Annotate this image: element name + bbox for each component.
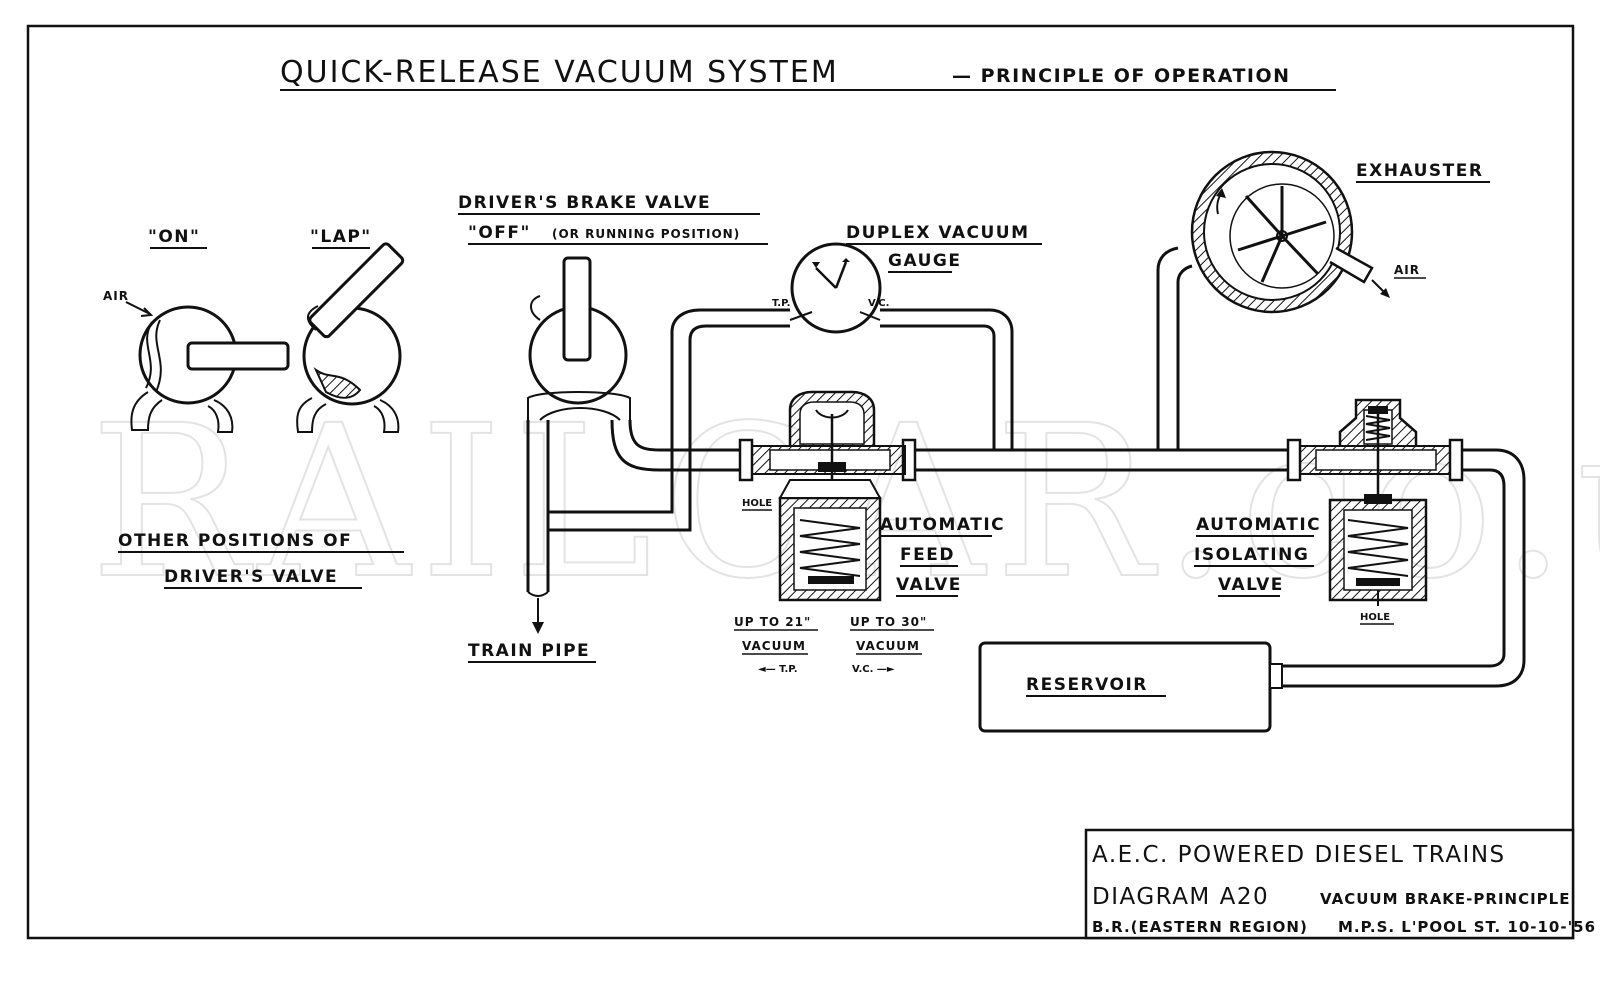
air-arrow-on	[125, 301, 151, 315]
lap-valve-handle	[308, 242, 405, 339]
title-main: QUICK-RELEASE VACUUM SYSTEM	[280, 55, 839, 90]
feed-valve-line2: FEED	[900, 545, 955, 565]
drivers-valve-handle	[562, 256, 592, 362]
feed-valve-vc-dir: V.C. —►	[852, 664, 895, 675]
gauge-tp: T.P.	[772, 298, 790, 309]
title-block-subject: VACUUM BRAKE-PRINCIPLE	[1320, 890, 1570, 908]
title: QUICK-RELEASE VACUUM SYSTEM — PRINCIPLE …	[280, 55, 1336, 91]
automatic-isolating-valve: HOLE AUTOMATIC ISOLATING VALVE	[1194, 398, 1464, 625]
lap-label: "LAP"	[310, 227, 372, 247]
air-label-on: AIR	[103, 289, 129, 303]
gauge-needle-tp	[815, 267, 837, 289]
gauge-needle-vc	[834, 261, 848, 289]
train-pipe-label: TRAIN PIPE	[468, 641, 590, 661]
isolating-valve-line3: VALVE	[1218, 575, 1284, 595]
title-block-line1: A.E.C. POWERED DIESEL TRAINS	[1092, 842, 1506, 868]
feed-valve-tp-dir: ◄— T.P.	[758, 664, 798, 675]
title-block-region: B.R.(EASTERN REGION)	[1092, 918, 1308, 936]
other-positions-caption: OTHER POSITIONS OF DRIVER'S VALVE	[118, 531, 404, 589]
exhauster-vanes	[1237, 186, 1327, 283]
duplex-vacuum-gauge: T.P. V.C. DUPLEX VACUUM GAUGE	[772, 223, 1042, 334]
reservoir: RESERVOIR	[978, 641, 1283, 733]
feed-valve-line1: AUTOMATIC	[880, 515, 1005, 535]
gauge-label-line1: DUPLEX VACUUM	[846, 223, 1030, 243]
exhauster: AIR EXHAUSTER	[1190, 150, 1490, 314]
on-position-valve: "ON" AIR	[103, 227, 290, 433]
drivers-brake-valve-line1: DRIVER'S BRAKE VALVE	[458, 193, 711, 213]
feed-valve-vc-range1: UP TO 30"	[850, 615, 927, 629]
isolating-valve-line2: ISOLATING	[1194, 545, 1309, 565]
other-positions-line2: DRIVER'S VALVE	[164, 567, 338, 587]
gauge-vc: V.C.	[868, 298, 889, 309]
title-block-diagram: DIAGRAM A20	[1092, 884, 1269, 910]
feed-valve-vc-range2: VACUUM	[856, 639, 920, 653]
drawing-border	[26, 24, 1575, 940]
on-valve-handle	[186, 341, 290, 371]
feed-valve-line3: VALVE	[896, 575, 962, 595]
title-sub: — PRINCIPLE OF OPERATION	[952, 65, 1291, 87]
isolating-valve-hole: HOLE	[1360, 612, 1390, 623]
gauge-dial	[790, 242, 882, 334]
drivers-brake-valve: TRAIN PIPE	[468, 256, 631, 663]
lap-position-valve: "LAP"	[296, 227, 405, 433]
feed-valve-hole: HOLE	[742, 498, 772, 509]
train-pipe-vertical	[526, 420, 550, 592]
drivers-brake-valve-label: DRIVER'S BRAKE VALVE "OFF" (OR RUNNING P…	[458, 193, 768, 245]
title-block: A.E.C. POWERED DIESEL TRAINS DIAGRAM A20…	[1084, 828, 1596, 940]
feed-valve-tp-range2: VACUUM	[742, 639, 806, 653]
drivers-brake-valve-note: (OR RUNNING POSITION)	[552, 227, 740, 241]
drivers-brake-valve-off: "OFF"	[468, 223, 531, 243]
exhauster-air: AIR	[1394, 263, 1420, 277]
reservoir-label: RESERVOIR	[1026, 675, 1148, 695]
isolating-valve-line1: AUTOMATIC	[1196, 515, 1321, 535]
other-positions-line1: OTHER POSITIONS OF	[118, 531, 352, 551]
title-block-ref: M.P.S. L'POOL ST. 10-10-'56	[1338, 918, 1596, 936]
exhauster-label: EXHAUSTER	[1356, 161, 1483, 181]
on-label: "ON"	[148, 227, 200, 247]
feed-valve-tp-range1: UP TO 21"	[734, 615, 811, 629]
automatic-feed-valve: HOLE AUTOMATIC FEED VALVE UP TO 21" VACU…	[734, 390, 1005, 675]
piping	[548, 246, 1526, 688]
gauge-label-line2: GAUGE	[888, 251, 961, 271]
